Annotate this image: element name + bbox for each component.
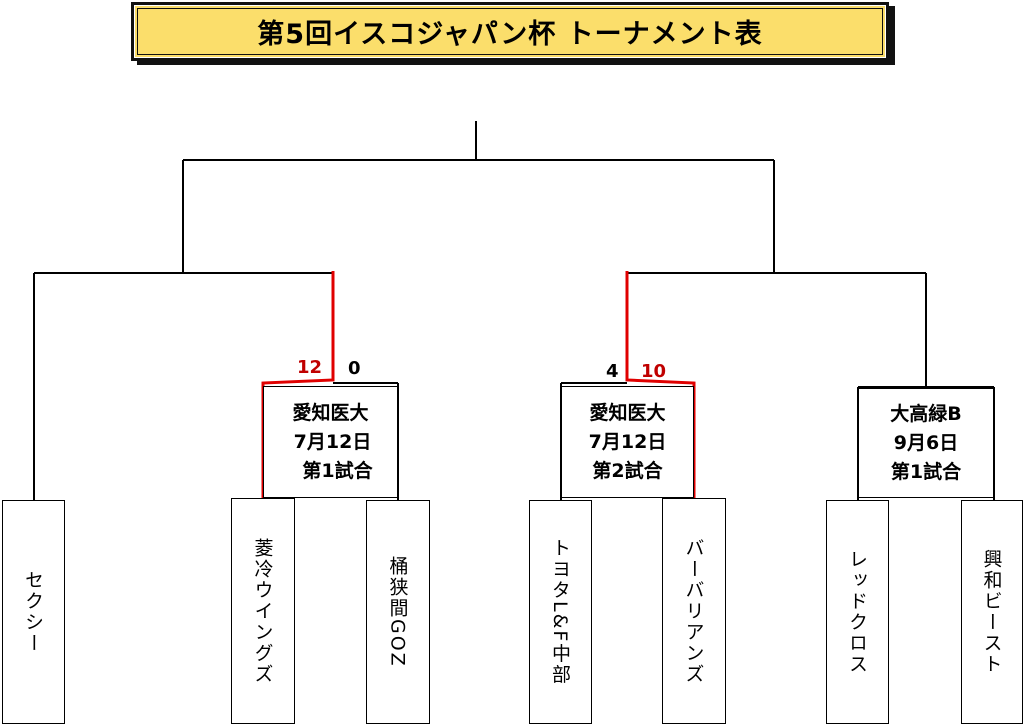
team-name: セクシー: [22, 570, 44, 654]
match-2-score-left: 4: [606, 361, 619, 382]
title-banner: 第5回イスコジャパン杯 トーナメント表: [131, 2, 889, 61]
team-name: 菱冷ウイングズ: [251, 537, 274, 685]
team-name: 興和ビースト: [980, 549, 1003, 675]
match-2-box: 愛知医大 7月12日 第2試合: [561, 386, 694, 498]
team-box-2: 菱冷ウイングズ: [231, 498, 295, 724]
team-name: バーバリアンズ: [682, 537, 705, 685]
team-name: レッドクロス: [846, 549, 868, 675]
match-1-score-right: 0: [348, 358, 361, 379]
match-2-game: 第2試合: [592, 459, 663, 482]
team-box-3: 桶狭間GOZ: [366, 500, 430, 724]
team-name: トヨタL&F中部: [549, 538, 571, 686]
match-2-venue: 愛知医大: [589, 401, 666, 424]
match-2-date: 7月12日: [588, 430, 667, 453]
team-box-5: バーバリアンズ: [662, 498, 726, 724]
match-1-date: 7月12日: [293, 430, 372, 453]
match2-winner-path: [625, 271, 696, 498]
team-box-4: トヨタL&F中部: [529, 500, 592, 724]
match-2-score-right: 10: [641, 361, 667, 382]
match-1-score-left: 12: [297, 357, 323, 378]
black-bracket-lines: [33, 121, 995, 500]
match-1-venue: 愛知医大: [292, 401, 369, 424]
match-3-game: 第1試合: [890, 460, 962, 483]
match-3-box: 大高緑B 9月6日 第1試合: [858, 388, 994, 498]
match-3-venue: 大高緑B: [890, 402, 962, 425]
match-3-date: 9月6日: [893, 431, 959, 454]
team-box-6: レッドクロス: [826, 500, 889, 724]
match-1-game: 第1試合: [302, 459, 373, 482]
team-box-7: 興和ビースト: [961, 500, 1023, 724]
team-name: 桶狭間GOZ: [386, 556, 409, 668]
team-box-1: セクシー: [2, 500, 65, 724]
match-1-box: 愛知医大 7月12日 第1試合: [263, 386, 398, 498]
